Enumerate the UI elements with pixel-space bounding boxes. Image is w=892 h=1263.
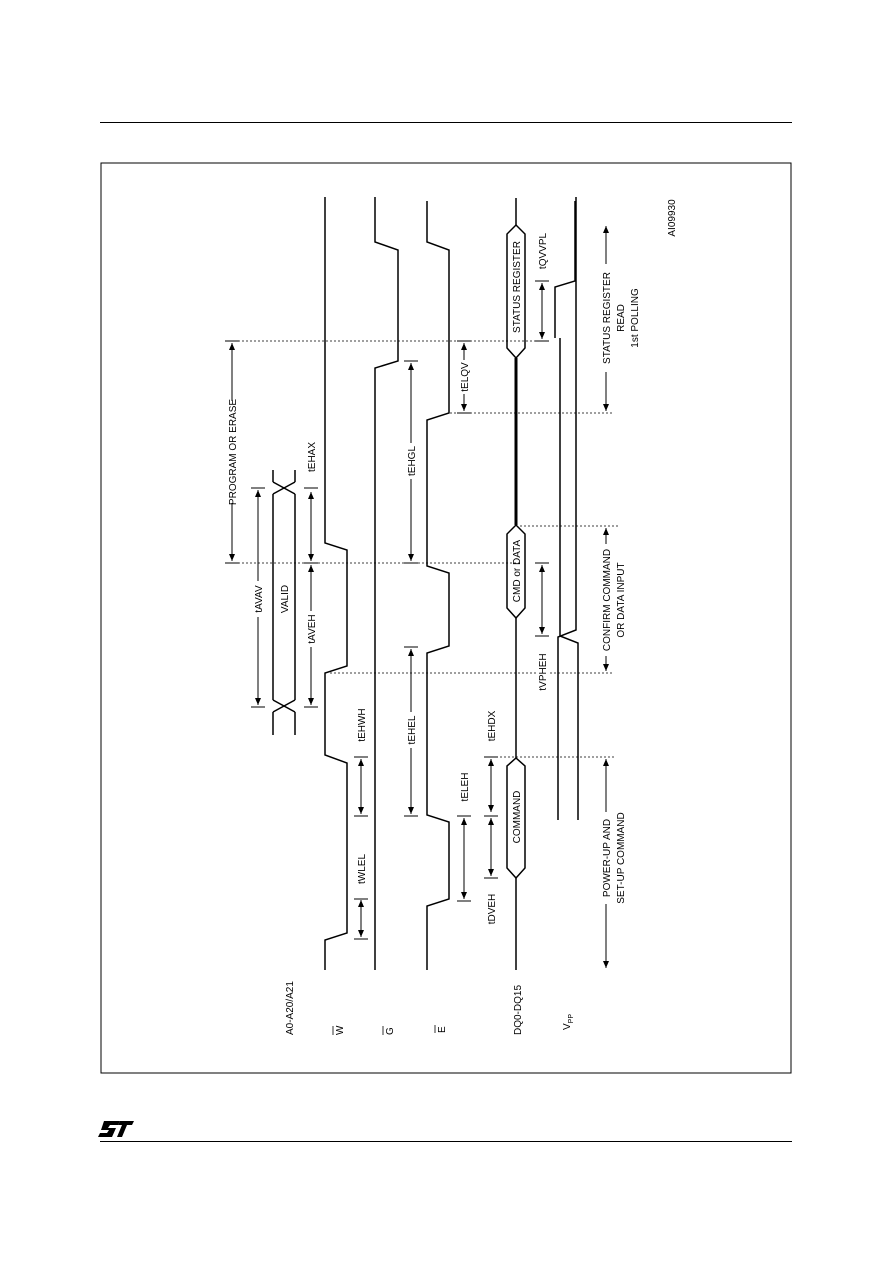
label-cmd-data: CMD or DATA [512,539,523,602]
waveform-w [324,197,348,970]
timing-arrows [229,226,609,968]
reference-lines [230,340,620,758]
phase-status-2: READ [616,304,627,332]
phase-status-1: STATUS REGISTER [602,272,613,364]
tick-marks [225,280,549,940]
address-bus [272,470,296,735]
timing-tehgl: tEHGL [407,446,418,476]
phase-labels: POWER-UP AND SET-UP COMMAND CONFIRM COMM… [601,264,641,904]
data-bus [506,198,526,970]
label-addr: A0-A20/A21 [285,981,296,1035]
label-g: G [385,1027,396,1035]
footer-rule [100,1141,792,1142]
phase-powerup-1: POWER-UP AND [602,819,613,897]
waveforms [324,197,579,970]
signal-labels: A0-A20/A21 W G E DQ0-DQ15 VPP [285,981,575,1035]
waveform-vpp-2 [559,338,579,820]
header-rule [100,122,792,123]
timing-taveh: tAVEH [307,614,318,643]
label-dq: DQ0-DQ15 [513,985,524,1035]
phase-confirm-2: OR DATA INPUT [616,562,627,637]
timing-telqv: tELQV [460,362,471,392]
waveform-g [374,197,399,970]
label-valid: VALID [280,585,291,613]
label-command: COMMAND [512,791,523,844]
waveform-e [426,201,450,970]
timing-tavav: tAVAV [254,585,265,613]
phase-confirm-1: CONFIRM COMMAND [602,549,613,651]
st-logo [98,1121,134,1137]
figure-id: AI09930 [667,199,678,237]
label-status-register: STATUS REGISTER [512,241,523,333]
bus-labels: VALID COMMAND CMD or DATA STATUS REGISTE… [280,241,523,843]
label-vpp: VPP [562,1014,575,1030]
timing-teleh: tELEH [460,773,471,802]
phase-status-3: 1st POLLING [630,288,641,348]
timing-tdveh: tDVEH [487,894,498,925]
phase-powerup-2: SET-UP COMMAND [616,812,627,904]
timing-tehwh: tEHWH [357,708,368,741]
label-e: E [437,1026,448,1033]
waveform-vpp [557,197,577,820]
timing-tehax: tEHAX [307,442,318,472]
phase-program-erase: PROGRAM OR ERASE [228,399,239,505]
timing-tqvvpl: tQVVPL [538,233,549,270]
timing-tehdx: tEHDX [487,710,498,741]
label-w: W [335,1025,346,1035]
timing-labels: PROGRAM OR ERASE tAVAV tAVEH tEHAX tWLEL… [227,231,549,927]
timing-twlel: tWLEL [357,854,368,884]
waveform-vpp-3 [554,201,576,338]
timing-tvpheh: tVPHEH [538,653,549,690]
diagram-frame [100,162,792,1074]
timing-tehel: tEHEL [407,715,418,744]
